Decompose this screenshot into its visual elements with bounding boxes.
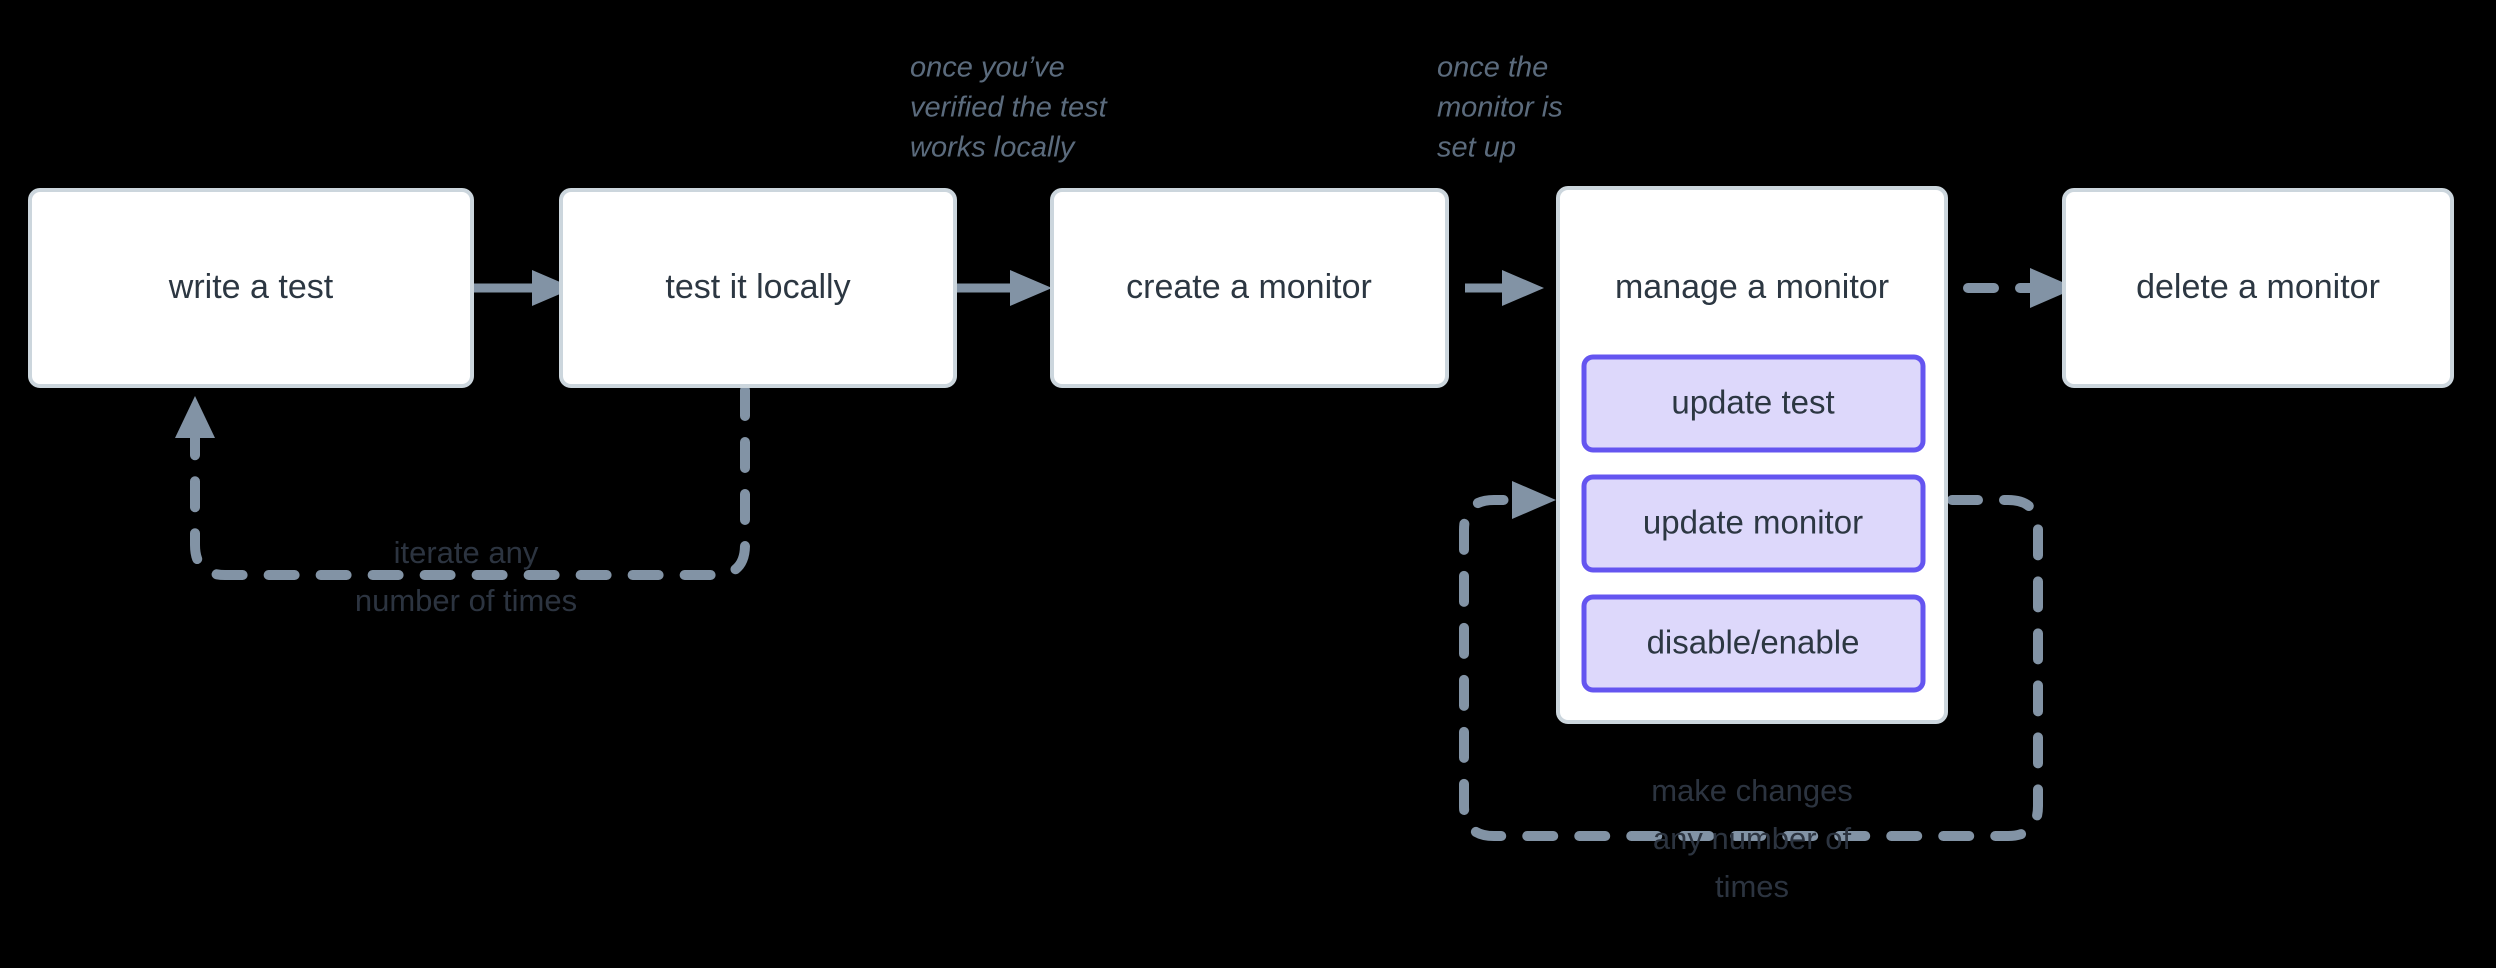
note-setup-line-2: monitor is bbox=[1437, 92, 1563, 124]
loop-label-iterate: iterate any number of times bbox=[355, 535, 577, 618]
node-delete-a-monitor[interactable]: delete a monitor bbox=[2062, 188, 2454, 388]
node-manage-a-monitor[interactable]: manage a monitor update test update moni… bbox=[1556, 186, 1948, 724]
note-setup-line-1: once the bbox=[1437, 52, 1548, 84]
sub-node-update-monitor[interactable]: update monitor bbox=[1581, 474, 1926, 573]
note-setup: once the monitor is set up bbox=[1437, 52, 1563, 164]
edge-manage-to-delete bbox=[1963, 268, 2076, 308]
edge-write-to-test bbox=[472, 270, 574, 306]
sub-node-label-disable-enable: disable/enable bbox=[1647, 624, 1860, 661]
edge-iterate-loop bbox=[175, 385, 750, 580]
make-changes-loop-line-2: any number of bbox=[1653, 821, 1852, 856]
edge-create-to-manage bbox=[1465, 270, 1544, 306]
note-setup-line-3: set up bbox=[1437, 132, 1516, 164]
make-changes-loop-line-3: times bbox=[1715, 869, 1789, 904]
sub-node-update-test[interactable]: update test bbox=[1581, 354, 1926, 453]
sub-node-disable-enable[interactable]: disable/enable bbox=[1581, 594, 1926, 693]
edge-make-changes-loop bbox=[1459, 481, 2043, 841]
note-verified: once you’ve verified the test works loca… bbox=[910, 52, 1109, 164]
node-label-test-it-locally: test it locally bbox=[665, 268, 850, 306]
node-label-create-a-monitor: create a monitor bbox=[1126, 268, 1372, 306]
node-label-write-a-test: write a test bbox=[168, 268, 334, 306]
node-label-delete-a-monitor: delete a monitor bbox=[2136, 268, 2380, 306]
note-verified-line-2: verified the test bbox=[910, 92, 1109, 124]
note-verified-line-3: works locally bbox=[910, 132, 1076, 164]
sub-node-label-update-monitor: update monitor bbox=[1643, 504, 1863, 541]
node-test-it-locally[interactable]: test it locally bbox=[559, 188, 957, 388]
iterate-loop-line-1: iterate any bbox=[394, 535, 539, 570]
note-verified-line-1: once you’ve bbox=[910, 52, 1065, 84]
node-write-a-test[interactable]: write a test bbox=[28, 188, 474, 388]
node-label-manage-a-monitor: manage a monitor bbox=[1615, 268, 1889, 306]
loop-label-make-changes: make changes any number of times bbox=[1651, 773, 1853, 904]
edge-test-to-create bbox=[955, 270, 1052, 306]
iterate-loop-line-2: number of times bbox=[355, 583, 577, 618]
make-changes-loop-line-1: make changes bbox=[1651, 773, 1853, 808]
sub-node-label-update-test: update test bbox=[1671, 384, 1834, 421]
node-create-a-monitor[interactable]: create a monitor bbox=[1050, 188, 1449, 388]
